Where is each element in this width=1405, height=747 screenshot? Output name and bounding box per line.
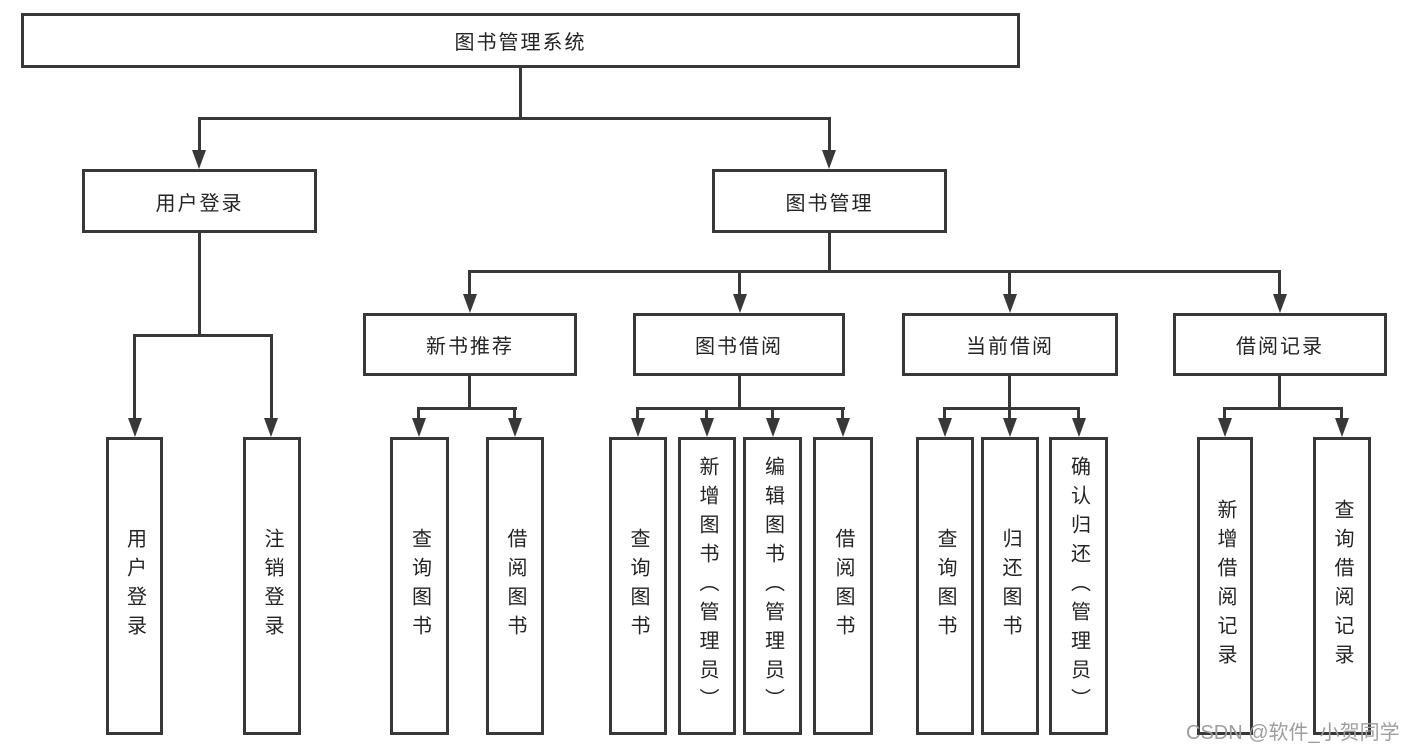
leaf-recommend-borrow-book-label: 借阅图书 <box>504 528 526 644</box>
leaf-borrow-edit-book-admin-label: 编辑图书（管理员） <box>761 455 784 717</box>
leaf-records-add-record-label: 新增借阅记录 <box>1214 499 1236 673</box>
leaf-borrow-edit-book-admin: 编辑图书（管理员） <box>743 437 802 735</box>
arrow-down-icon <box>1003 418 1017 437</box>
connector-current-borrow-stub <box>1008 374 1011 410</box>
node-new-book-recommend: 新书推荐 <box>363 313 577 376</box>
leaf-records-add-record: 新增借阅记录 <box>1197 437 1253 735</box>
node-new-book-recommend-label: 新书推荐 <box>426 336 514 358</box>
node-borrow-records-label: 借阅记录 <box>1236 336 1324 358</box>
leaf-user-login: 用户登录 <box>106 437 163 735</box>
leaf-borrow-query-book-label: 查询图书 <box>627 528 649 644</box>
node-user-login-label: 用户登录 <box>155 192 244 215</box>
arrow-down-icon <box>264 418 278 437</box>
leaf-recommend-query-book-label: 查询图书 <box>408 528 431 644</box>
leaf-current-return-book: 归还图书 <box>981 437 1039 735</box>
connector-drop <box>1223 407 1226 421</box>
arrow-down-icon <box>631 418 645 437</box>
arrow-down-icon <box>1273 294 1287 313</box>
node-root-label: 图书管理系统 <box>454 32 587 54</box>
node-current-borrow: 当前借阅 <box>902 313 1118 376</box>
connector-book-borrow-stub <box>738 374 741 410</box>
connector-drop-current-borrow <box>1008 270 1011 297</box>
arrow-down-icon <box>192 150 206 169</box>
connector-book-management-stub <box>828 231 831 273</box>
leaf-current-confirm-return-admin-label: 确认归还（管理员） <box>1067 455 1090 717</box>
connector-borrow-rail <box>636 407 845 410</box>
node-borrow-records: 借阅记录 <box>1173 313 1387 376</box>
leaf-logout-login: 注销登录 <box>243 437 301 735</box>
connector-level2-rail <box>198 117 831 120</box>
connector-root-drop <box>519 66 522 119</box>
leaf-borrow-borrow-book: 借阅图书 <box>813 437 873 735</box>
arrow-down-icon <box>463 294 477 313</box>
connector-drop <box>1008 407 1011 421</box>
connector-new-book-stub <box>468 374 471 410</box>
connector-records-rail <box>1223 407 1343 410</box>
leaf-current-return-book-label: 归还图书 <box>999 528 1021 644</box>
connector-drop <box>1077 407 1080 421</box>
connector-drop-book-management <box>828 117 831 153</box>
connector-drop-book-borrow <box>738 270 741 297</box>
arrow-down-icon <box>822 150 836 169</box>
arrow-down-icon <box>700 418 714 437</box>
connector-current-rail <box>943 407 1080 410</box>
leaf-user-login-label: 用户登录 <box>123 528 146 644</box>
leaf-records-query-record: 查询借阅记录 <box>1313 437 1371 735</box>
connector-drop <box>771 407 774 421</box>
leaf-borrow-add-book-admin-label: 新增图书（管理员） <box>696 455 718 717</box>
arrow-down-icon <box>733 294 747 313</box>
node-book-management-label: 图书管理 <box>785 192 874 215</box>
arrow-down-icon <box>1072 418 1086 437</box>
connector-drop <box>705 407 708 421</box>
connector-drop-leaf-login <box>133 334 136 420</box>
arrow-down-icon <box>1218 418 1232 437</box>
csdn-watermark: CSDN @软件_小贺同学 <box>1186 722 1400 744</box>
node-book-management: 图书管理 <box>712 169 947 233</box>
connector-login-rail <box>133 334 273 337</box>
arrow-down-icon <box>412 418 426 437</box>
leaf-recommend-query-book: 查询图书 <box>390 437 449 735</box>
connector-borrow-records-stub <box>1278 374 1281 410</box>
arrow-down-icon <box>128 418 142 437</box>
leaf-recommend-borrow-book: 借阅图书 <box>486 437 544 735</box>
leaf-current-query-book-label: 查询图书 <box>934 528 956 644</box>
arrow-down-icon <box>1335 418 1349 437</box>
leaf-current-confirm-return-admin: 确认归还（管理员） <box>1049 437 1108 735</box>
node-current-borrow-label: 当前借阅 <box>966 336 1054 358</box>
leaf-borrow-add-book-admin: 新增图书（管理员） <box>678 437 736 735</box>
arrow-down-icon <box>938 418 952 437</box>
leaf-logout-login-label: 注销登录 <box>261 528 283 644</box>
connector-drop <box>636 407 639 421</box>
connector-drop-borrow-records <box>1278 270 1281 297</box>
connector-drop <box>1340 407 1343 421</box>
connector-drop-user-login <box>198 117 201 153</box>
connector-drop <box>943 407 946 421</box>
leaf-borrow-query-book: 查询图书 <box>609 437 667 735</box>
connector-drop-leaf-logout <box>270 334 273 420</box>
arrow-down-icon <box>1003 294 1017 313</box>
connector-user-login-stub <box>198 231 201 337</box>
connector-drop <box>513 407 516 421</box>
node-book-borrow-label: 图书借阅 <box>695 336 783 358</box>
node-book-borrow: 图书借阅 <box>633 313 845 376</box>
leaf-records-query-record-label: 查询借阅记录 <box>1331 499 1353 673</box>
connector-level3-rail <box>468 270 1281 273</box>
connector-drop <box>841 407 844 421</box>
arrow-down-icon <box>766 418 780 437</box>
node-user-login: 用户登录 <box>82 169 317 233</box>
connector-recommend-rail <box>417 407 517 410</box>
leaf-current-query-book: 查询图书 <box>916 437 974 735</box>
arrow-down-icon <box>836 418 850 437</box>
arrow-down-icon <box>508 418 522 437</box>
leaf-borrow-borrow-book-label: 借阅图书 <box>832 528 854 644</box>
connector-drop-new-book <box>468 270 471 297</box>
connector-drop <box>417 407 420 421</box>
node-root: 图书管理系统 <box>21 13 1020 68</box>
